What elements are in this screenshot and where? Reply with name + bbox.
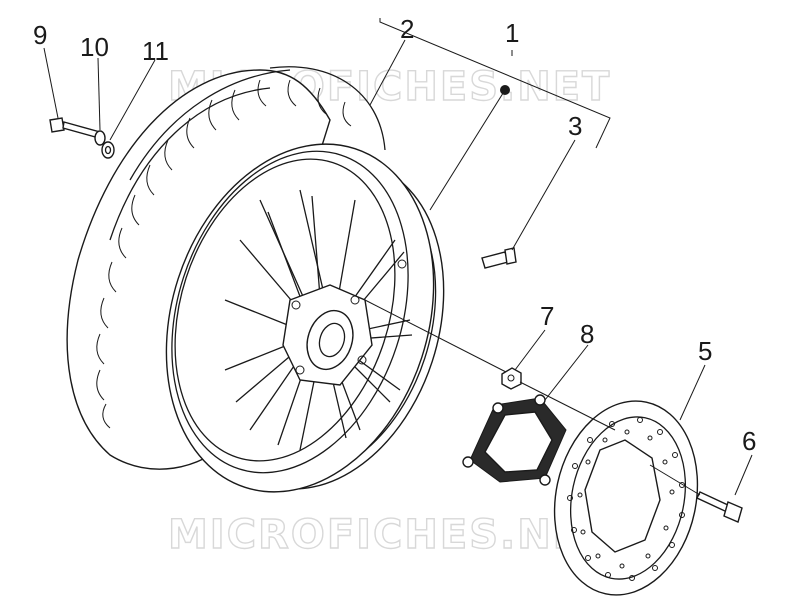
disc-bolt (696, 491, 743, 523)
callout-5: 5 (698, 336, 712, 366)
watermark-bottom: MICROFICHES.NET (168, 512, 611, 558)
callout-1-dot (500, 85, 510, 95)
callout-1: 1 (505, 18, 519, 48)
callout-6: 6 (742, 426, 756, 456)
callout-7: 7 (540, 301, 554, 331)
callout-9: 9 (33, 20, 47, 50)
callout-11: 11 (142, 36, 169, 66)
axle-bolt (49, 117, 115, 159)
callout-2: 2 (400, 14, 414, 44)
callout-8: 8 (580, 319, 594, 349)
nut (501, 367, 522, 390)
disc-carrier (462, 394, 567, 486)
leader-lines (43, 18, 753, 496)
rim (165, 143, 445, 493)
valve-stem (481, 247, 517, 269)
callout-3: 3 (568, 111, 582, 141)
brake-disc (553, 400, 699, 596)
callout-10: 10 (80, 32, 109, 62)
